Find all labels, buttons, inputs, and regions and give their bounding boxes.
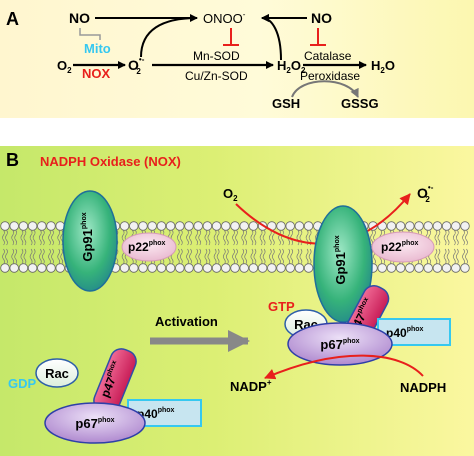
panel-a: A NO ONOO- NO Mito NOX O2 O•-2 Mn-SOD Cu…	[0, 0, 474, 118]
p22-resting-label: p22phox	[128, 240, 166, 254]
gp91-active	[313, 205, 373, 323]
panel-b: B NADPH Oxidase (NOX) O2 O•-2 Gp91phox p…	[0, 146, 474, 456]
gdp-label: GDP	[8, 376, 37, 391]
h2o2-to-peroxynitrite-curve	[261, 14, 282, 61]
peroxidase-label: Peroxidase	[300, 69, 360, 83]
p22-resting	[121, 232, 177, 262]
p67-active-label: p67phox	[320, 337, 359, 352]
oxygen-label: O2	[57, 58, 72, 75]
p40-active-label: p40phox	[386, 326, 424, 340]
peroxynitrite-label: ONOO-	[203, 10, 246, 26]
nox-assembly-diagram: B NADPH Oxidase (NOX) O2 O•-2 Gp91phox p…	[0, 150, 470, 444]
p22-active-label: p22phox	[381, 240, 419, 254]
nadph-to-nadp-arrow	[264, 354, 424, 380]
gtp-label: GTP	[268, 299, 295, 314]
water-label: H2O	[371, 58, 395, 75]
p67-active	[287, 322, 393, 366]
no-bracket	[79, 28, 101, 40]
superoxide-label: O•-2	[128, 55, 145, 76]
cuzn-sod-label: Cu/Zn-SOD	[185, 69, 248, 83]
h2o2-label: H2O2	[277, 58, 306, 75]
panel-b-title: NADPH Oxidase (NOX)	[40, 154, 181, 169]
p67-resting	[44, 402, 146, 444]
p67-resting-label: p67phox	[75, 416, 114, 431]
superoxide-label: O•-2	[417, 183, 434, 204]
mn-sod-label: Mn-SOD	[193, 49, 240, 63]
mito-label: Mito	[84, 41, 111, 56]
no-right-label: NO	[311, 10, 332, 26]
p47-resting: p47phox	[93, 348, 137, 414]
ros-pathway-diagram: A NO ONOO- NO Mito NOX O2 O•-2 Mn-SOD Cu…	[6, 9, 395, 111]
rac-resting	[35, 358, 79, 388]
nox-label: NOX	[82, 66, 111, 81]
catalase-label: Catalase	[304, 49, 352, 63]
gp91-resting-label: Gp91phox	[80, 212, 95, 261]
p22-active	[371, 231, 435, 263]
gsh-to-gssg-arrow	[291, 80, 359, 98]
activation-label: Activation	[155, 314, 218, 329]
nadph-label: NADPH	[400, 380, 446, 395]
gsh-label: GSH	[272, 96, 300, 111]
superoxide-to-peroxynitrite-curve	[140, 17, 198, 58]
gssg-label: GSSG	[341, 96, 379, 111]
nadp-plus-label: NADP+	[230, 378, 272, 394]
gp91-active-label: Gp91phox	[333, 235, 348, 284]
rac-resting-label: Rac	[45, 366, 69, 381]
no-left-label: NO	[69, 10, 90, 26]
oxygen-label: O2	[223, 186, 238, 203]
panel-a-letter: A	[6, 9, 19, 29]
panel-b-letter: B	[6, 150, 19, 170]
gp91-resting	[62, 190, 118, 292]
